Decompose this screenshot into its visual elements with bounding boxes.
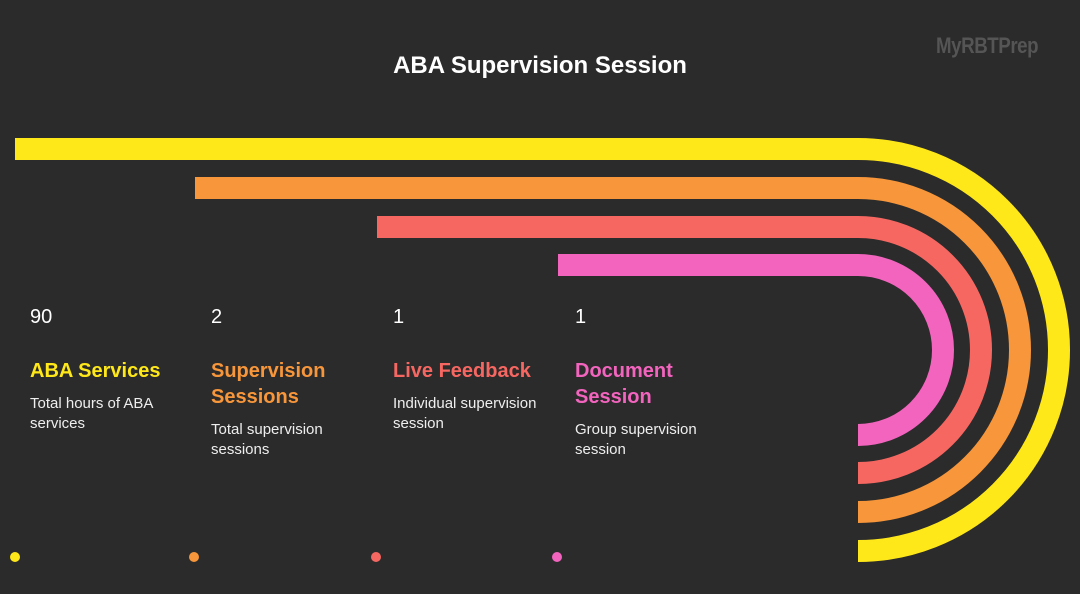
item-aba-services: 90 ABA Services Total hours of ABA servi…: [30, 306, 200, 434]
timeline-dot: [10, 552, 20, 562]
timeline-dot: [189, 552, 199, 562]
item-supervision-sessions: 2 Supervision Sessions Total supervision…: [211, 306, 361, 460]
item-document-session: 1 Document Session Group supervision ses…: [575, 306, 715, 460]
item-value: 90: [30, 306, 53, 328]
arc-band: [377, 216, 992, 484]
item-label: ABA Services: [30, 360, 161, 382]
item-label: Document Session: [575, 360, 673, 408]
timeline-dot: [552, 552, 562, 562]
timeline-dot: [371, 552, 381, 562]
item-label: Live Feedback: [393, 360, 531, 382]
item-value: 1: [393, 306, 405, 328]
arc-band: [195, 177, 1031, 523]
item-description: Total hours of ABA services: [30, 395, 153, 432]
item-label: Supervision Sessions: [211, 360, 326, 408]
item-description: Individual supervision session: [393, 395, 537, 432]
arc-band: [558, 254, 954, 446]
item-description: Total supervision sessions: [211, 421, 323, 458]
page-title: ABA Supervision Session: [393, 52, 687, 79]
item-value: 1: [575, 306, 587, 328]
item-live-feedback: 1 Live Feedback Individual supervision s…: [393, 306, 553, 434]
item-description: Group supervision session: [575, 421, 697, 458]
item-value: 2: [211, 306, 223, 328]
logo: MyRBTPrep: [936, 33, 1039, 58]
arc-band: [15, 138, 1070, 562]
